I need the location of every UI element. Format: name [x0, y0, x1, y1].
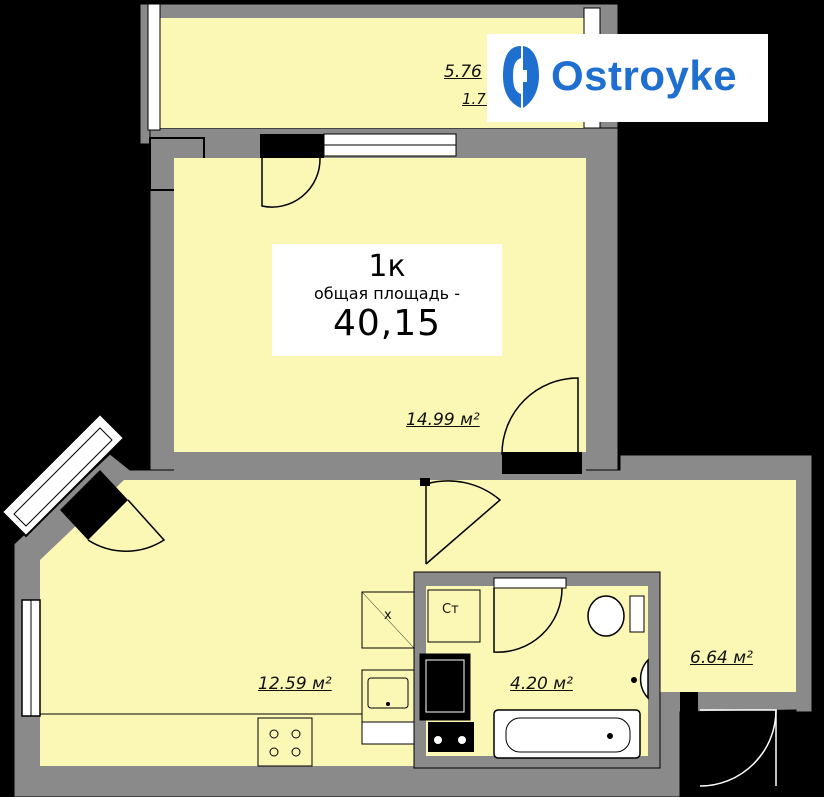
hall-floor: [420, 480, 796, 692]
hall-area-label: 6.64 м²: [690, 648, 753, 668]
brand-logo: Ostroyke: [487, 34, 768, 122]
total-area-value: 40,15: [332, 303, 442, 344]
washbasin: [631, 658, 649, 700]
toilet: [587, 595, 645, 637]
bathtub: [493, 709, 641, 759]
logo-icon: [503, 46, 539, 108]
total-area-caption: общая площадь -: [314, 284, 460, 303]
washer: [427, 589, 481, 643]
entrance-door: [680, 692, 777, 787]
kitchen-sink: [361, 669, 415, 723]
kitchen-area-label: 12.59 м²: [258, 674, 332, 694]
fridge-label: х: [384, 608, 392, 623]
living-room-area-label: 14.99 м²: [406, 410, 480, 430]
balcony-area-label: 5.76: [444, 62, 482, 82]
kitchen-floor: [40, 480, 420, 766]
stove: [257, 717, 313, 767]
washer-label: Ст: [442, 602, 459, 617]
logo-text: Ostroyke: [551, 52, 738, 99]
apartment-type: 1к: [368, 249, 406, 284]
apartment-info-box: 1к общая площадь - 40,15: [272, 244, 502, 356]
kitchen-window: [0, 412, 166, 717]
balcony-coef-label: 1.7.: [462, 90, 491, 108]
bathroom-area-label: 4.20 м²: [510, 674, 573, 694]
